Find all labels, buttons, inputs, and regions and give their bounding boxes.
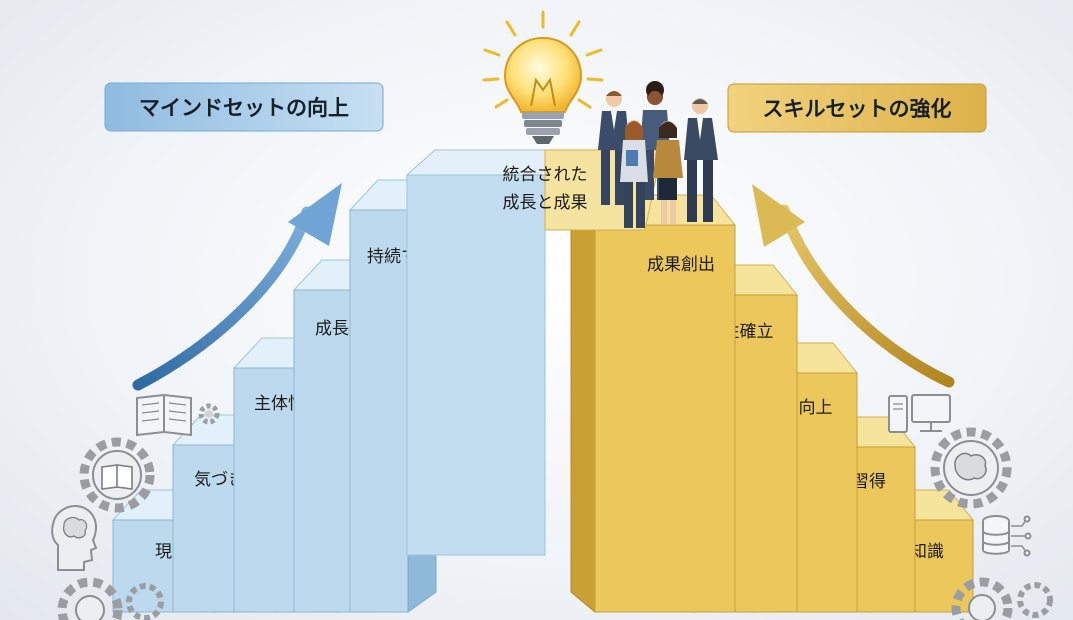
business-team-icon	[598, 81, 718, 228]
mindset-arrow	[132, 183, 342, 391]
database-icon	[982, 515, 1032, 557]
book-icon	[136, 393, 192, 437]
mindset-title-tag: マインドセットの向上	[104, 82, 384, 132]
lightbulb-icon	[482, 10, 604, 144]
center-label-line2: 成長と成果	[503, 193, 588, 213]
gear-icon	[198, 403, 220, 425]
computer-icon	[888, 394, 951, 433]
skillset-arrow	[752, 184, 955, 388]
brain-gear-icon	[930, 427, 1012, 509]
skill-step-label: 成果創出	[647, 255, 715, 275]
skill-title: スキルセットの強化	[763, 97, 952, 121]
gears-bottom-right-icon	[951, 577, 1053, 620]
brain-head-icon	[51, 505, 98, 571]
gears-bottom-left-icon	[57, 577, 164, 620]
center-label-line1: 統合された	[503, 165, 588, 185]
mindset-title: マインドセットの向上	[139, 96, 349, 120]
skillset-staircase: 基礎知識技術習得実践力向上専門性確立成果創出	[569, 193, 975, 614]
gear-book-icon	[79, 437, 155, 513]
skill-step-5: 成果創出	[569, 193, 737, 614]
skill-title-tag: スキルセットの強化	[727, 83, 987, 133]
